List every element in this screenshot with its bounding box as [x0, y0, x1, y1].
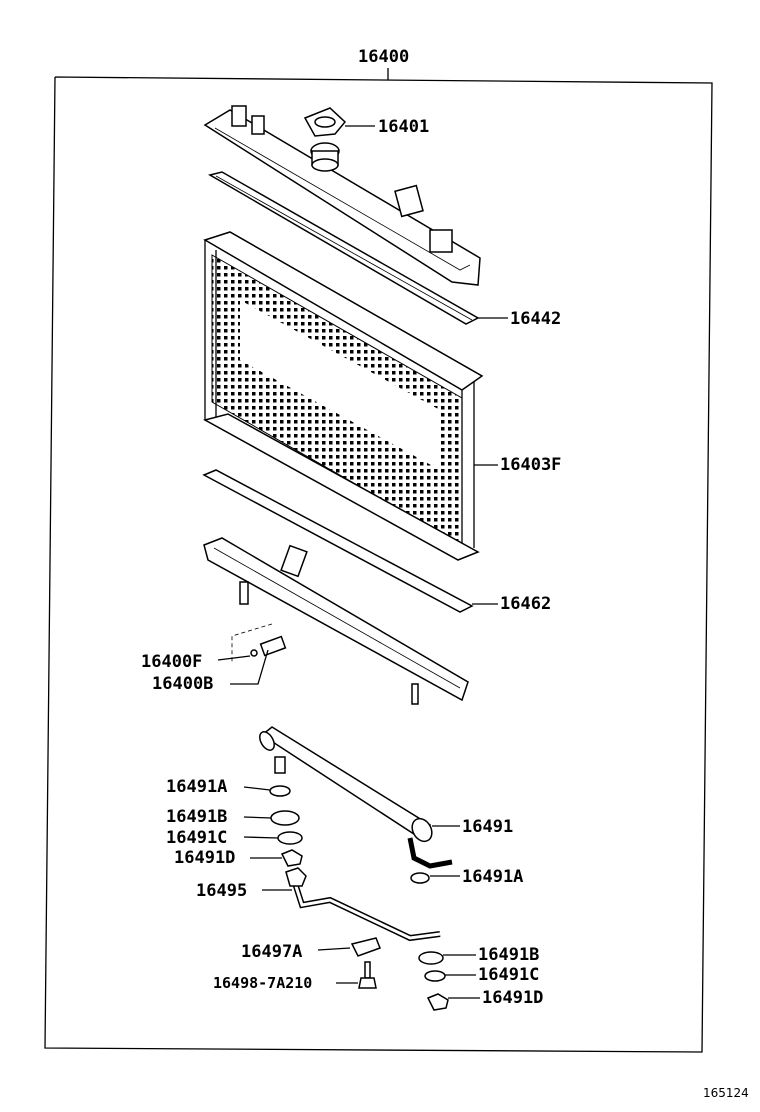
label-16491: 16491 [462, 817, 513, 837]
washer-16491B-left [270, 810, 300, 826]
upper-gasket-inner [215, 175, 473, 321]
label-16491A-left: 16491A [166, 777, 227, 797]
assembly-frame [44, 68, 713, 1053]
label-16491C-right: 16491C [478, 965, 539, 985]
drain-guide-dash [231, 623, 273, 662]
lower-tank [203, 537, 469, 705]
leader-16400F [217, 655, 251, 661]
label-16491B-right: 16491B [478, 945, 539, 965]
clamp-16497A [350, 937, 381, 957]
reference-code: 165124 [703, 1086, 749, 1100]
label-16495: 16495 [196, 881, 247, 901]
label-16400B: 16400B [152, 674, 213, 694]
nut-16491D-right [426, 993, 449, 1011]
filler-neck [310, 142, 340, 172]
leader-16491A-left [243, 786, 271, 791]
drain-cock-plug [259, 635, 287, 657]
leader-16497A [317, 947, 351, 951]
washer-16491B-right [418, 951, 444, 965]
label-16403F: 16403F [500, 455, 561, 475]
label-16462: 16462 [500, 594, 551, 614]
leader-16491B-left [243, 816, 272, 819]
washer-16491C-left [277, 831, 303, 845]
washer-16491A-right [410, 872, 430, 884]
radiator-cap [303, 107, 347, 137]
label-16401: 16401 [378, 117, 429, 137]
lower-gasket [202, 469, 474, 613]
leader-16400B [230, 649, 269, 685]
washer-16491C-right [424, 970, 446, 982]
upper-tank [203, 105, 481, 286]
label-16491A-right: 16491A [462, 867, 523, 887]
label-16442: 16442 [510, 309, 561, 329]
washer-16491A-left [269, 785, 291, 797]
label-16491D-left: 16491D [174, 848, 235, 868]
label-16497A: 16497A [241, 942, 302, 962]
nut-16491D-left [280, 849, 303, 867]
assembly-number: 16400 [358, 47, 409, 67]
drain-oring [250, 649, 258, 657]
label-16491C-left: 16491C [166, 828, 227, 848]
bolt-16498 [358, 961, 377, 989]
label-16498: 16498-7A210 [213, 974, 312, 992]
label-16491B-left: 16491B [166, 807, 227, 827]
radiator-core [202, 231, 484, 561]
label-16400F: 16400F [141, 652, 202, 672]
oil-cooler [259, 726, 453, 869]
label-16491D-right: 16491D [482, 988, 543, 1008]
oil-cooler-pipe [285, 867, 441, 942]
leader-16491C-left [243, 836, 279, 839]
